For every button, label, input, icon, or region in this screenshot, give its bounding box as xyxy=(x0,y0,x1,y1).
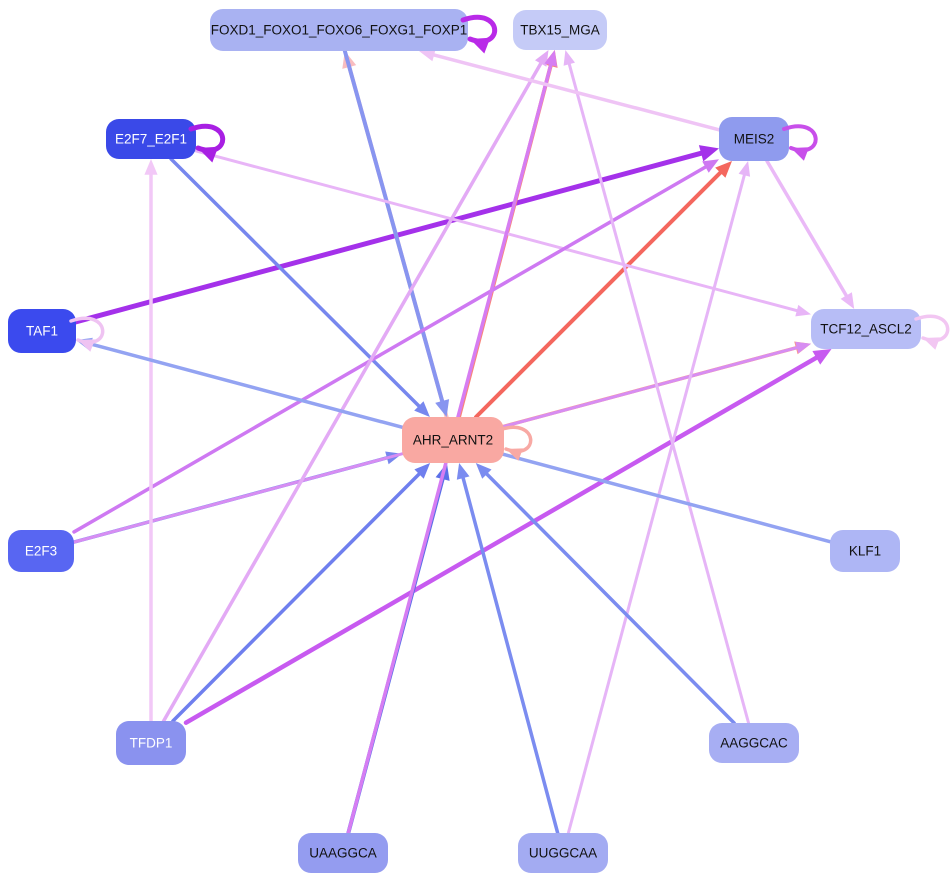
edge-line xyxy=(425,51,721,132)
edge-line xyxy=(566,167,748,835)
arrowhead-icon xyxy=(795,341,811,354)
node-TCF12_ASCL2[interactable]: TCF12_ASCL2 xyxy=(811,309,921,349)
arrowhead-icon xyxy=(475,463,492,479)
arrowhead-icon xyxy=(795,304,811,317)
node-shape xyxy=(210,9,468,51)
edge-UUGGCAA-AHR_ARNT2[interactable] xyxy=(456,463,560,835)
edge-line xyxy=(474,165,728,419)
edge-layer xyxy=(72,48,855,835)
node-E2F3[interactable]: E2F3 xyxy=(8,530,74,572)
node-layer: FOXD1_FOXO1_FOXO6_FOXG1_FOXP1 TBX15_MGA E2… xyxy=(8,9,921,873)
arrowhead-icon xyxy=(791,147,810,161)
arrowhead-icon xyxy=(78,339,95,352)
node-AAGGCAC[interactable]: AAGGCAC xyxy=(709,723,799,763)
edge-line xyxy=(194,149,805,314)
edge-TFDP1-E2F7_E2F1[interactable] xyxy=(144,159,158,723)
arrowhead-icon xyxy=(456,463,470,480)
node-shape xyxy=(106,119,196,159)
self-loop-E2F7_E2F1[interactable] xyxy=(188,123,226,163)
edge-line xyxy=(183,351,826,725)
arrowhead-icon xyxy=(144,159,158,175)
self-loop-AHR_ARNT2[interactable] xyxy=(497,425,533,461)
node-E2F7_E2F1[interactable]: E2F7_E2F1 xyxy=(106,119,196,159)
edge-E2F7_E2F1-AHR_ARNT2[interactable] xyxy=(169,157,430,417)
node-FOXD1_FOXO1_FOXO6_FOXG1_FOXP1[interactable]: FOXD1_FOXO1_FOXO6_FOXG1_FOXP1 xyxy=(210,9,468,51)
self-loop-FOXD1_FOXO1_FOXO6_FOXG1_FOXP1[interactable] xyxy=(460,14,498,54)
node-TFDP1[interactable]: TFDP1 xyxy=(116,721,186,765)
arrowhead-icon xyxy=(840,292,855,309)
edge-line xyxy=(480,467,736,725)
arrowhead-icon xyxy=(698,145,719,162)
edge-line xyxy=(765,159,852,304)
arrowhead-icon xyxy=(715,161,732,178)
edge-TFDP1-TBX15_MGA[interactable] xyxy=(161,50,549,723)
arrowhead-icon xyxy=(470,37,491,54)
edge-AAGGCAC-AHR_ARNT2[interactable] xyxy=(475,463,736,725)
node-shape xyxy=(402,417,504,463)
arrowhead-icon xyxy=(563,50,575,66)
node-AHR_ARNT2[interactable]: AHR_ARNT2 xyxy=(402,417,504,463)
node-TBX15_MGA[interactable]: TBX15_MGA xyxy=(513,10,607,50)
edge-FOXD1_FOXO1_FOXO6_FOXG1_FOXP1-AHR_ARNT2[interactable] xyxy=(342,49,450,417)
arrowhead-icon xyxy=(702,159,719,173)
node-shape xyxy=(8,309,76,353)
edge-AAGGCAC-TBX15_MGA[interactable] xyxy=(563,50,751,725)
edge-UUGGCAA-MEIS2[interactable] xyxy=(566,161,751,835)
arrowhead-icon xyxy=(812,349,832,365)
node-shape xyxy=(8,530,74,572)
edge-AHR_ARNT2-MEIS2[interactable] xyxy=(474,161,732,419)
edge-line xyxy=(342,49,447,411)
self-loop-TAF1[interactable] xyxy=(69,316,105,352)
arrowhead-icon xyxy=(738,161,751,177)
arrowhead-icon xyxy=(506,448,523,461)
self-loop-TCF12_ASCL2[interactable] xyxy=(914,314,950,350)
arrowhead-icon xyxy=(198,146,219,163)
node-TAF1[interactable]: TAF1 xyxy=(8,309,76,353)
node-UUGGCAA[interactable]: UUGGCAA xyxy=(518,833,608,873)
edge-line xyxy=(459,469,560,835)
node-shape xyxy=(709,723,799,763)
node-UAAGGCA[interactable]: UAAGGCA xyxy=(298,833,388,873)
arrowhead-icon xyxy=(544,50,558,67)
node-KLF1[interactable]: KLF1 xyxy=(830,530,900,572)
node-shape xyxy=(811,309,921,349)
edge-TAF1-MEIS2[interactable] xyxy=(73,145,719,325)
edge-TFDP1-TCF12_ASCL2[interactable] xyxy=(183,349,832,725)
self-loop-MEIS2[interactable] xyxy=(782,124,818,161)
edge-line xyxy=(73,148,712,325)
node-shape xyxy=(719,117,789,161)
edge-E2F7_E2F1-TCF12_ASCL2[interactable] xyxy=(194,149,811,317)
node-shape xyxy=(116,721,186,765)
edge-E2F3-MEIS2[interactable] xyxy=(72,159,719,534)
edge-line xyxy=(169,157,426,413)
arrowhead-icon xyxy=(923,337,940,350)
node-MEIS2[interactable]: MEIS2 xyxy=(719,117,789,161)
node-shape xyxy=(830,530,900,572)
self-loop-layer xyxy=(69,14,950,461)
edge-line xyxy=(161,55,546,723)
arrowhead-icon xyxy=(414,401,430,417)
node-shape xyxy=(298,833,388,873)
edge-line xyxy=(171,467,426,723)
edge-line xyxy=(72,161,714,534)
node-shape xyxy=(518,833,608,873)
edge-MEIS2-TCF12_ASCL2[interactable] xyxy=(765,159,855,309)
edge-TFDP1-AHR_ARNT2[interactable] xyxy=(171,463,431,723)
edge-MEIS2-FOXD1_FOXO1_FOXO6_FOXG1_FOXP1[interactable] xyxy=(419,48,721,132)
arrowhead-icon xyxy=(419,48,436,62)
arrowhead-icon xyxy=(435,399,450,417)
edge-line xyxy=(566,56,751,725)
arrowhead-icon xyxy=(414,463,431,479)
node-shape xyxy=(513,10,607,50)
